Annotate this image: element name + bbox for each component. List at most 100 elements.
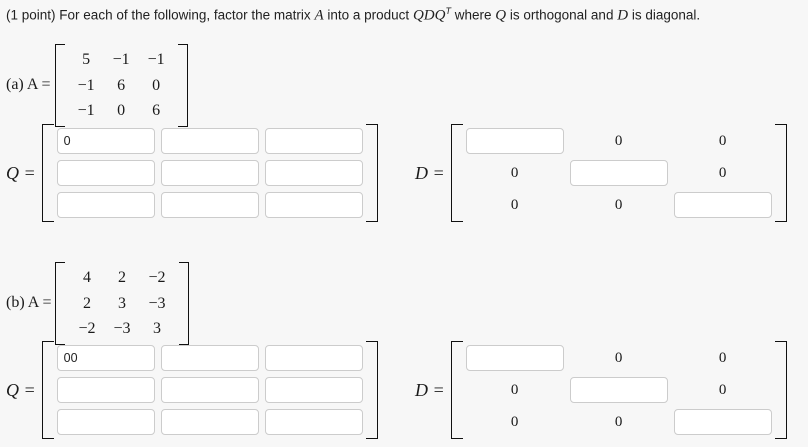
part-b-d-zero-12: 0 (718, 382, 727, 398)
part-a-q-input-4[interactable] (160, 160, 259, 186)
part-a-matrix-grid: 5 −1 −1 −1 6 0 −1 0 6 (55, 44, 188, 127)
part-b-q-input-8[interactable] (264, 409, 363, 435)
part-a-d-zero-20: 0 (510, 197, 519, 213)
part-a-given-matrix-row: (a) A = 5 −1 −1 −1 6 0 −1 0 6 (6, 44, 188, 127)
bracket-right (365, 124, 378, 222)
prompt-text-after-3: is diagonal. (631, 7, 701, 23)
part-b-d-label: D = (415, 379, 445, 400)
part-a-q-answer-row: Q = (6, 124, 378, 222)
prompt-product: QDQ (412, 7, 446, 24)
matrix-cell: 2 (118, 269, 127, 286)
part-b-matrix: 4 2 −2 2 3 −3 −2 −3 3 (55, 262, 189, 345)
prompt-matrix-a: A (314, 7, 324, 24)
part-a-q-matrix (41, 124, 378, 222)
part-a-label: (a) A = (6, 76, 51, 94)
matrix-cell: −1 (77, 102, 95, 120)
part-b-d-zero-01: 0 (614, 350, 623, 366)
part-b-d-input-2[interactable] (673, 409, 772, 435)
part-b-d-grid: 0 0 0 0 0 0 (451, 341, 787, 439)
prompt-text-after-1: where (454, 7, 492, 23)
bracket-left (450, 124, 463, 222)
matrix-cell: −3 (113, 320, 131, 338)
part-b-label: (b) A = (6, 294, 52, 312)
part-a-d-answer-row: D = 0 0 0 0 0 0 (415, 124, 787, 222)
part-b-d-answer-row: D = 0 0 0 0 0 0 (415, 341, 787, 439)
part-a-d-input-1[interactable] (569, 160, 668, 186)
matrix-cell: −2 (148, 269, 166, 286)
prompt-product-superscript: T (445, 6, 451, 16)
part-a-d-input-2[interactable] (673, 192, 772, 218)
matrix-cell: 6 (152, 102, 161, 120)
part-b-q-answer-row: Q = (6, 341, 378, 439)
part-a-q-input-1[interactable] (160, 128, 259, 154)
matrix-cell: 4 (82, 269, 91, 286)
bracket-right (774, 341, 787, 439)
part-a-d-zero-01: 0 (614, 133, 623, 149)
part-b-q-input-0[interactable] (56, 345, 155, 371)
part-b-q-input-2[interactable] (264, 345, 363, 371)
matrix-cell: −1 (147, 51, 165, 68)
part-a-q-input-7[interactable] (160, 192, 259, 218)
matrix-cell: −1 (77, 76, 95, 94)
part-b-d-input-0[interactable] (465, 345, 564, 371)
bracket-left (41, 124, 54, 222)
matrix-cell: −1 (112, 51, 130, 68)
part-b-d-zero-20: 0 (510, 414, 519, 430)
bracket-left (41, 341, 54, 439)
matrix-cell: 3 (118, 294, 127, 312)
prompt-text-after-2: is orthogonal and (509, 7, 614, 23)
part-a-q-input-2[interactable] (264, 128, 363, 154)
part-b-q-matrix (41, 341, 378, 439)
part-a-d-input-0[interactable] (465, 128, 564, 154)
part-b-q-grid (42, 341, 378, 439)
bracket-left (450, 341, 463, 439)
part-a-q-input-8[interactable] (264, 192, 363, 218)
part-a-q-input-6[interactable] (56, 192, 155, 218)
part-a-matrix: 5 −1 −1 −1 6 0 −1 0 6 (54, 44, 188, 127)
bracket-right (178, 262, 189, 345)
bracket-right (177, 44, 188, 127)
part-b-matrix-grid: 4 2 −2 2 3 −3 −2 −3 3 (55, 262, 188, 345)
part-b-d-zero-02: 0 (718, 350, 727, 366)
part-a-q-input-0[interactable] (56, 128, 155, 154)
prompt-text-mid: into a product (327, 7, 410, 23)
part-a-d-zero-10: 0 (510, 165, 519, 181)
bracket-right (365, 341, 378, 439)
point-value: (1 point) (6, 7, 56, 23)
part-a-d-zero-02: 0 (718, 133, 727, 149)
matrix-cell: 0 (152, 76, 161, 94)
bracket-right (774, 124, 787, 222)
part-a-d-matrix: 0 0 0 0 0 0 (450, 124, 787, 222)
part-b-given-matrix-row: (b) A = 4 2 −2 2 3 −3 −2 −3 3 (6, 262, 189, 345)
prompt-d: D (617, 7, 629, 24)
part-b-d-input-1[interactable] (569, 377, 668, 403)
matrix-cell: 0 (117, 102, 126, 120)
part-a-q-input-3[interactable] (56, 160, 155, 186)
part-a-d-zero-21: 0 (614, 197, 623, 213)
matrix-cell: 3 (153, 320, 162, 338)
part-b-q-input-4[interactable] (160, 377, 259, 403)
part-b-q-input-5[interactable] (264, 377, 363, 403)
matrix-cell: 5 (82, 51, 91, 68)
part-b-q-input-3[interactable] (56, 377, 155, 403)
part-b-q-label: Q = (6, 379, 36, 400)
question-prompt: (1 point) For each of the following, fac… (6, 6, 700, 25)
part-b-d-matrix: 0 0 0 0 0 0 (450, 341, 787, 439)
part-b-d-zero-21: 0 (614, 414, 623, 430)
part-b-q-input-1[interactable] (160, 345, 259, 371)
prompt-q: Q (495, 7, 507, 24)
part-b-q-input-6[interactable] (56, 409, 155, 435)
part-a-d-zero-12: 0 (718, 165, 727, 181)
matrix-cell: 6 (117, 76, 126, 94)
part-a-d-label: D = (415, 162, 445, 183)
part-a-q-label: Q = (6, 162, 36, 183)
part-b-q-input-7[interactable] (160, 409, 259, 435)
part-a-d-grid: 0 0 0 0 0 0 (451, 124, 787, 222)
bracket-left (54, 44, 65, 127)
part-a-q-grid (42, 124, 378, 222)
part-b-d-zero-10: 0 (510, 382, 519, 398)
part-a-q-input-5[interactable] (264, 160, 363, 186)
bracket-left (55, 262, 66, 345)
prompt-text-before: For each of the following, factor the ma… (59, 7, 311, 23)
matrix-cell: −2 (78, 320, 96, 338)
